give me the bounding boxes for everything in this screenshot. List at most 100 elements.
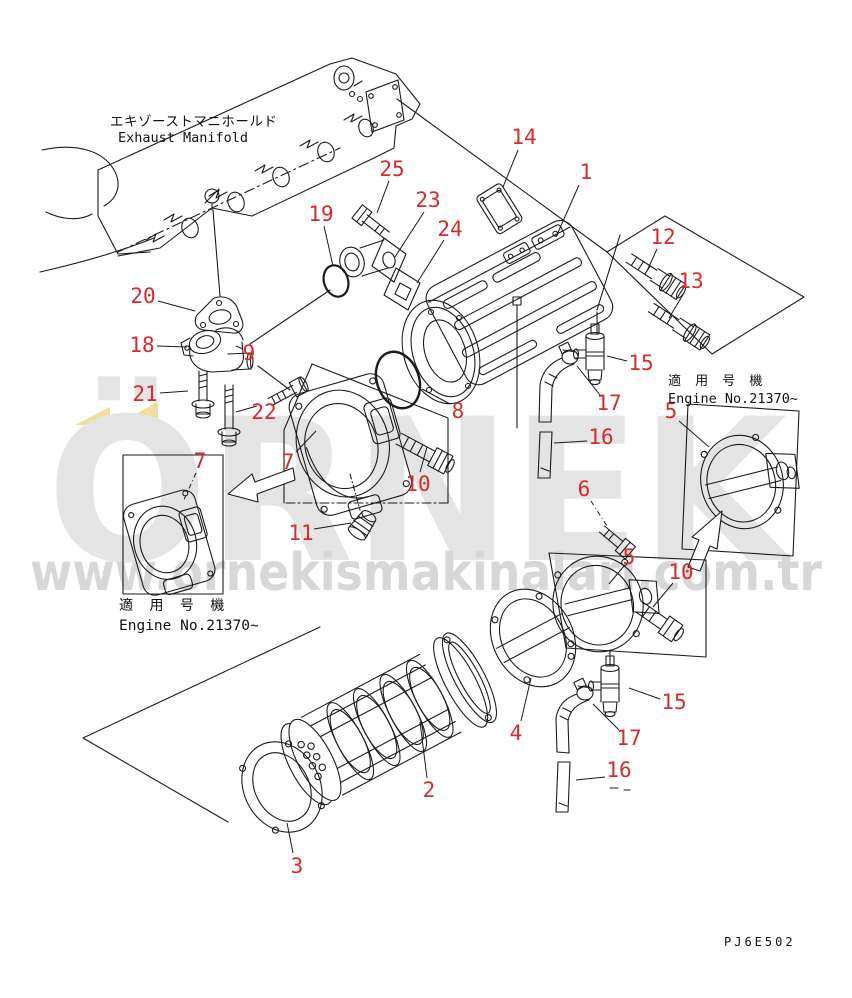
sensor-10-bottom xyxy=(635,601,685,643)
part-number-14: 14 xyxy=(511,125,536,149)
elbow-connector-18 xyxy=(180,289,331,391)
bolt-25 xyxy=(351,204,390,239)
applicability-right-ja: 適 用 号 機 xyxy=(668,373,767,389)
bolt-frame xyxy=(606,215,805,355)
callout-leader-19 xyxy=(323,225,334,267)
hose-clamp-17-lower xyxy=(573,677,594,701)
bolt-22 xyxy=(217,384,241,447)
part-number-7: 7 xyxy=(194,449,207,473)
callout-leader-13 xyxy=(668,292,685,319)
callout-leader-21 xyxy=(159,390,189,394)
gasket-4 xyxy=(489,588,577,688)
baffle-assembly-2 xyxy=(280,632,497,806)
callout-leader-5 xyxy=(608,565,625,585)
part-number-17: 17 xyxy=(616,726,641,750)
part-number-10: 10 xyxy=(668,560,693,584)
callout-leader-3 xyxy=(286,822,294,854)
callout-leader-20 xyxy=(157,300,196,312)
callout-leader-10 xyxy=(652,582,674,608)
muffler-body xyxy=(401,219,621,429)
plug-11 xyxy=(347,509,377,541)
part-number-4: 4 xyxy=(510,721,523,745)
end-cover-5 xyxy=(552,555,660,667)
hose-16-upper xyxy=(537,431,553,479)
part-number-19: 19 xyxy=(308,202,333,226)
o-ring-19 xyxy=(322,264,350,298)
watermark: ÖRNEK www.ornekismakinalari.com.tr xyxy=(30,376,822,607)
bolt-21 xyxy=(191,370,215,419)
part-number-5: 5 xyxy=(623,545,636,569)
detail-box-bottom xyxy=(548,552,707,658)
bolt-12 xyxy=(625,253,687,300)
direction-arrow-right-icon xyxy=(687,510,723,572)
callout-leader-22 xyxy=(235,405,258,413)
part-number-16: 16 xyxy=(606,758,631,782)
part-number-9: 9 xyxy=(243,341,256,365)
callout-leader-7 xyxy=(182,472,197,503)
bolt-6 xyxy=(598,525,637,560)
watermark-brand-text: ÖRNEK xyxy=(47,376,793,607)
drain-valve-15-lower xyxy=(587,655,620,718)
part-number-15: 15 xyxy=(628,351,653,375)
part-number-7: 7 xyxy=(282,450,295,474)
applicability-left-en: Engine No.21370~ xyxy=(119,618,259,634)
hose-lower xyxy=(555,693,590,754)
callout-leader-9 xyxy=(235,345,244,350)
callout-leader-25 xyxy=(376,180,390,214)
part-number-1: 1 xyxy=(580,160,593,184)
part-number-2: 2 xyxy=(423,778,436,802)
part-number-8: 8 xyxy=(452,399,465,423)
applicability-left-ja: 適 用 号 機 xyxy=(119,597,230,614)
part-number-5: 5 xyxy=(665,399,678,423)
part-number-15: 15 xyxy=(661,690,686,714)
callout-leader-12 xyxy=(646,248,658,272)
watermark-url-text: www.ornekismakinalari.com.tr xyxy=(30,543,822,603)
callout-leader-18 xyxy=(156,345,188,348)
callout-leader-15 xyxy=(628,687,661,700)
gasket-3 xyxy=(239,740,325,834)
drawing-code: PJ6E502 xyxy=(724,935,796,949)
hose-upper xyxy=(538,357,575,423)
callout-leader-23 xyxy=(394,211,425,258)
part-number-17: 17 xyxy=(596,391,621,415)
callout-leader-14 xyxy=(502,149,519,188)
part-number-23: 23 xyxy=(415,188,440,212)
part-number-20: 20 xyxy=(130,284,155,308)
construction-chevron xyxy=(82,626,321,823)
exhaust-manifold-sketch xyxy=(39,57,421,297)
callout-leader-1 xyxy=(555,184,580,238)
callout-leader-17 xyxy=(576,365,601,396)
callout-leader-17 xyxy=(592,703,620,731)
direction-arrow-left-icon xyxy=(227,467,296,503)
callout-leader-4 xyxy=(520,677,532,722)
text-labels: エキゾーストマニホールド Exhaust Manifold 適 用 号 機 En… xyxy=(110,114,798,949)
callout-leader-16 xyxy=(575,776,606,781)
part-number-24: 24 xyxy=(437,217,462,241)
callout-leader-15 xyxy=(606,355,628,362)
watermark-triangle-icon xyxy=(75,407,110,425)
part-number-25: 25 xyxy=(379,157,404,181)
end-cover-7 xyxy=(288,373,413,520)
applicability-right-en: Engine No.21370~ xyxy=(668,391,798,407)
callout-leader-10 xyxy=(419,446,428,473)
part-number-3: 3 xyxy=(291,854,304,878)
callout-leader-2 xyxy=(419,721,428,779)
callout-leader-24 xyxy=(416,239,445,284)
callout-leader-5 xyxy=(678,420,710,448)
title-japanese: エキゾーストマニホールド xyxy=(110,114,277,130)
callout-leader-11 xyxy=(313,522,352,530)
watermark-triangle-icon xyxy=(118,401,158,425)
applicability-box-left xyxy=(122,454,224,596)
part-number-12: 12 xyxy=(650,225,675,249)
part-number-10: 10 xyxy=(405,472,430,496)
part-number-11: 11 xyxy=(288,521,313,545)
part-number-18: 18 xyxy=(129,333,154,357)
gasket-24 xyxy=(383,267,421,311)
fitting-23 xyxy=(339,237,407,283)
applicability-box-right xyxy=(681,403,800,557)
gasket-14 xyxy=(476,183,523,235)
callout-leader-6 xyxy=(590,500,608,527)
